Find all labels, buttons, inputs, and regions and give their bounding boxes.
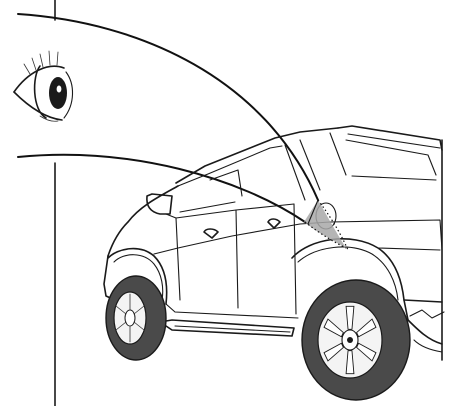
front-wheel-icon (106, 276, 166, 360)
rear-wheel-icon (302, 280, 410, 400)
eye-icon (14, 51, 73, 121)
lower-sight-line (18, 155, 305, 222)
upper-sight-line (18, 14, 318, 200)
blind-spot-cone (304, 200, 348, 250)
